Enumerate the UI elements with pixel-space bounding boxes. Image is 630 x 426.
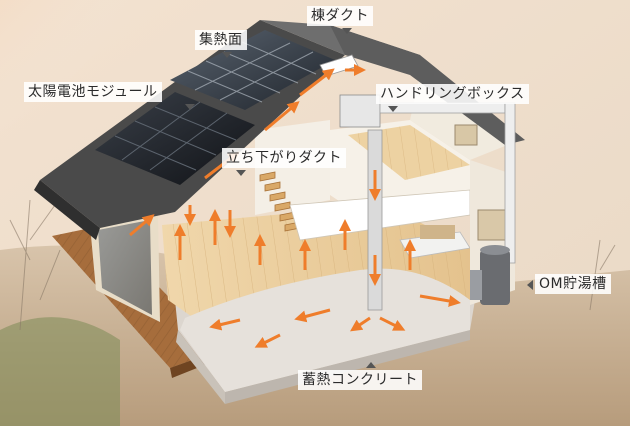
pointer-collector [222,52,232,58]
label-thermal-concrete: 蓄熱コンクリート [298,370,422,390]
airflow-arrows [129,64,461,348]
label-hot-water-tank: OM貯湯槽 [535,274,611,294]
kitchen-window [420,225,455,239]
duct-to-tank [379,102,506,114]
solar-pv-modules [95,92,255,185]
pointer-ridge-duct [342,28,352,34]
pointer-thermal-concrete [366,362,376,368]
riser-duct [367,129,383,311]
label-solar-module: 太陽電池モジュール [24,82,162,102]
glass-collector [170,30,335,110]
glass-door [98,220,152,315]
thermal-concrete-slab [180,268,470,392]
shrub [0,317,120,426]
label-ridge-duct: 棟ダクト [307,6,373,26]
label-handling-box: ハンドリングボックス [376,84,529,104]
gable-window [454,124,478,146]
pointer-riser-duct [236,170,246,176]
pointer-hot-water-tank [527,280,533,290]
hot-water-tank [470,245,510,305]
pointer-solar-module [185,104,195,110]
label-riser-duct: 立ち下がりダクト [222,148,346,168]
pointer-handling-box [388,106,398,112]
side-window [477,209,507,241]
label-collector: 集熱面 [195,30,247,50]
handling-box [339,94,381,128]
